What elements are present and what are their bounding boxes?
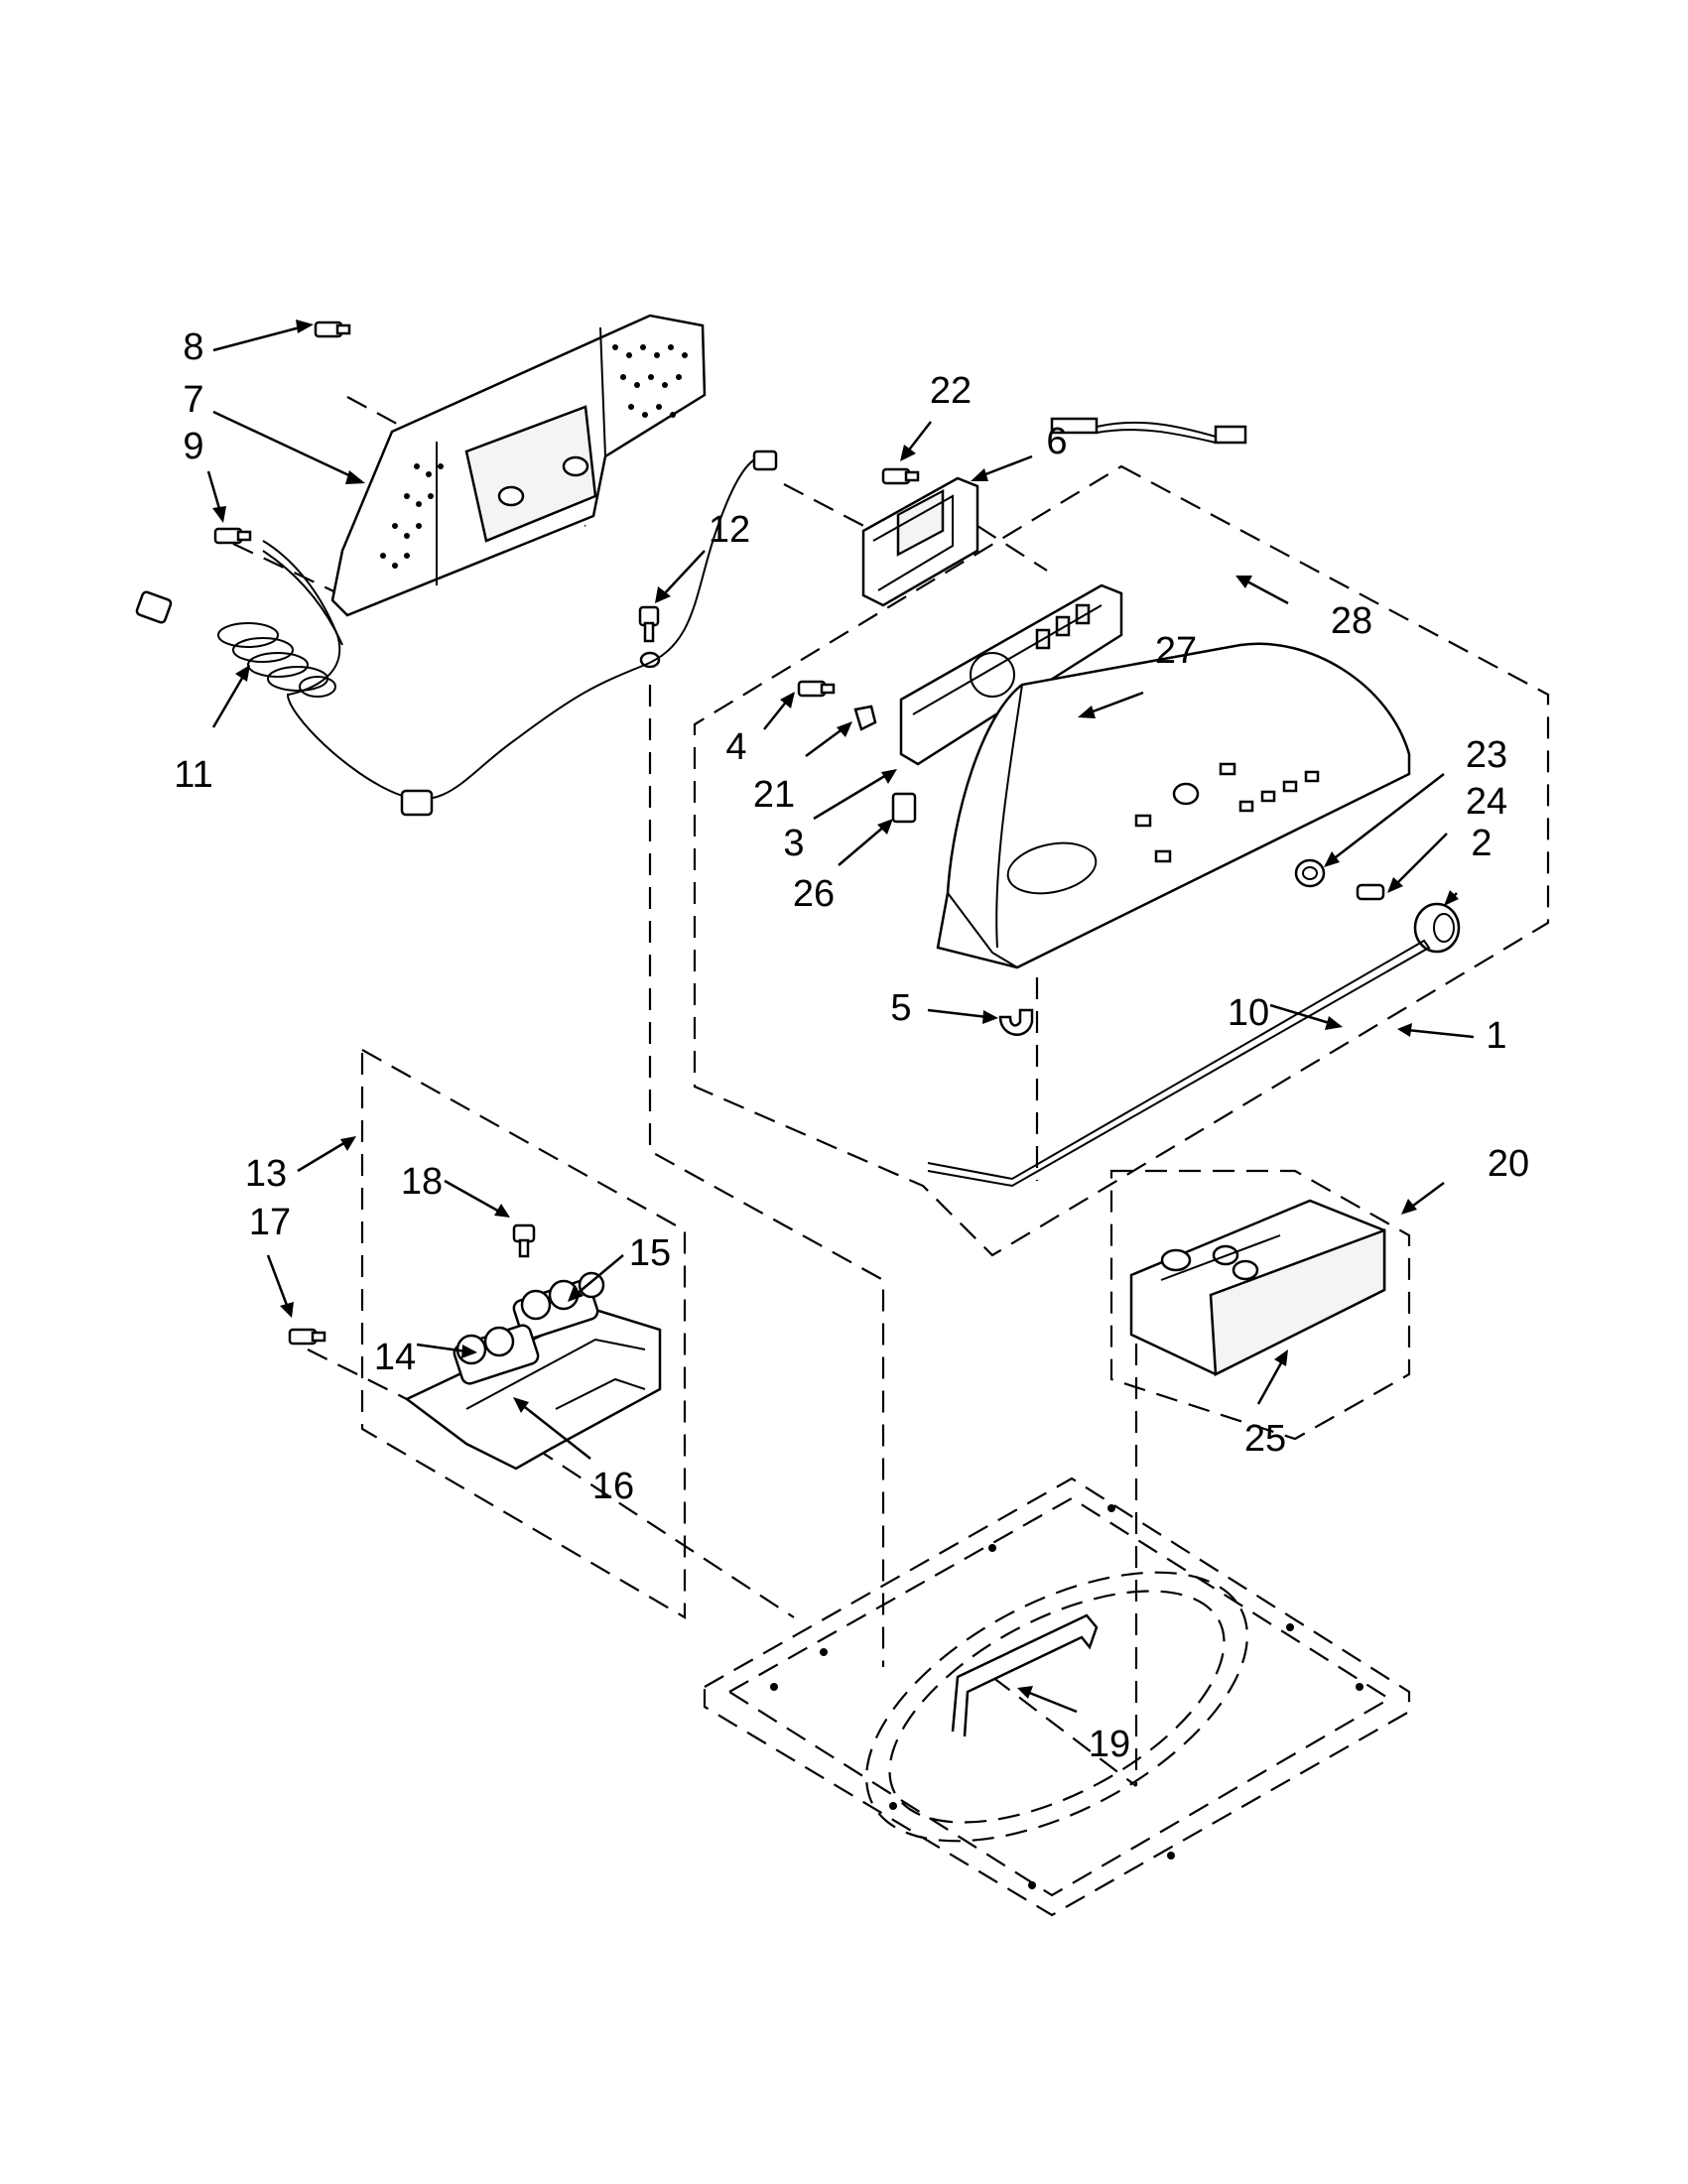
lid-hinge-19 [951, 1613, 1099, 1737]
callout-14: 14 [374, 1337, 416, 1378]
console-1 [936, 642, 1411, 969]
bezel-23 [1294, 858, 1326, 888]
callout-19: 19 [1089, 1724, 1130, 1765]
callout-leaders [206, 320, 1475, 1714]
screw-4 [797, 680, 836, 698]
callout-9: 9 [183, 426, 203, 467]
top-panel [703, 1477, 1411, 1917]
callout-1: 1 [1486, 1015, 1506, 1057]
callout-5: 5 [890, 987, 911, 1029]
dispenser-drawer-25 [1129, 1199, 1386, 1376]
callout-28: 28 [1331, 600, 1372, 642]
callout-18: 18 [401, 1161, 443, 1203]
shaft-24 [1356, 883, 1385, 901]
knob-2 [1413, 902, 1461, 954]
callout-2: 2 [1471, 823, 1492, 864]
callout-24: 24 [1466, 781, 1507, 823]
control-board-6 [861, 476, 979, 607]
valve-bracket-16 [404, 1308, 662, 1471]
callout-labels: 8 7 9 11 12 22 6 28 27 4 21 3 26 23 24 2… [174, 326, 1529, 1765]
callout-20: 20 [1488, 1143, 1529, 1185]
wire-harness-28 [1050, 417, 1247, 445]
callout-26: 26 [793, 873, 835, 915]
callout-25: 25 [1244, 1418, 1286, 1460]
bracket-26 [891, 792, 917, 824]
callout-21: 21 [753, 774, 795, 816]
callout-3: 3 [783, 823, 804, 864]
screw-18 [512, 1223, 536, 1258]
screw-12 [638, 605, 661, 669]
trim-10 [927, 939, 1431, 1188]
screw-17 [288, 1328, 326, 1346]
callout-17: 17 [249, 1202, 291, 1243]
screw-22 [881, 467, 920, 485]
clip-21 [853, 705, 877, 731]
callout-13: 13 [245, 1153, 287, 1195]
callout-12: 12 [709, 509, 750, 551]
screw-9 [213, 527, 252, 545]
callout-27: 27 [1155, 630, 1197, 672]
callout-16: 16 [592, 1466, 634, 1507]
clip-5 [998, 1008, 1034, 1036]
callout-4: 4 [725, 726, 746, 768]
rear-panel-7 [330, 314, 707, 617]
assembly-group-dispenser [1109, 1169, 1411, 1441]
callout-22: 22 [930, 370, 972, 412]
callout-15: 15 [629, 1232, 671, 1274]
power-cord-11 [135, 450, 778, 817]
ui-board-3 [899, 583, 1123, 766]
callout-10: 10 [1228, 992, 1269, 1034]
assembly-group-console [693, 464, 1550, 1257]
callout-23: 23 [1466, 734, 1507, 776]
callout-8: 8 [183, 326, 203, 368]
assembly-group-valve [360, 1048, 687, 1619]
callout-11: 11 [174, 754, 212, 796]
callout-7: 7 [183, 379, 203, 421]
callout-6: 6 [1046, 421, 1067, 462]
screw-8 [314, 321, 351, 338]
